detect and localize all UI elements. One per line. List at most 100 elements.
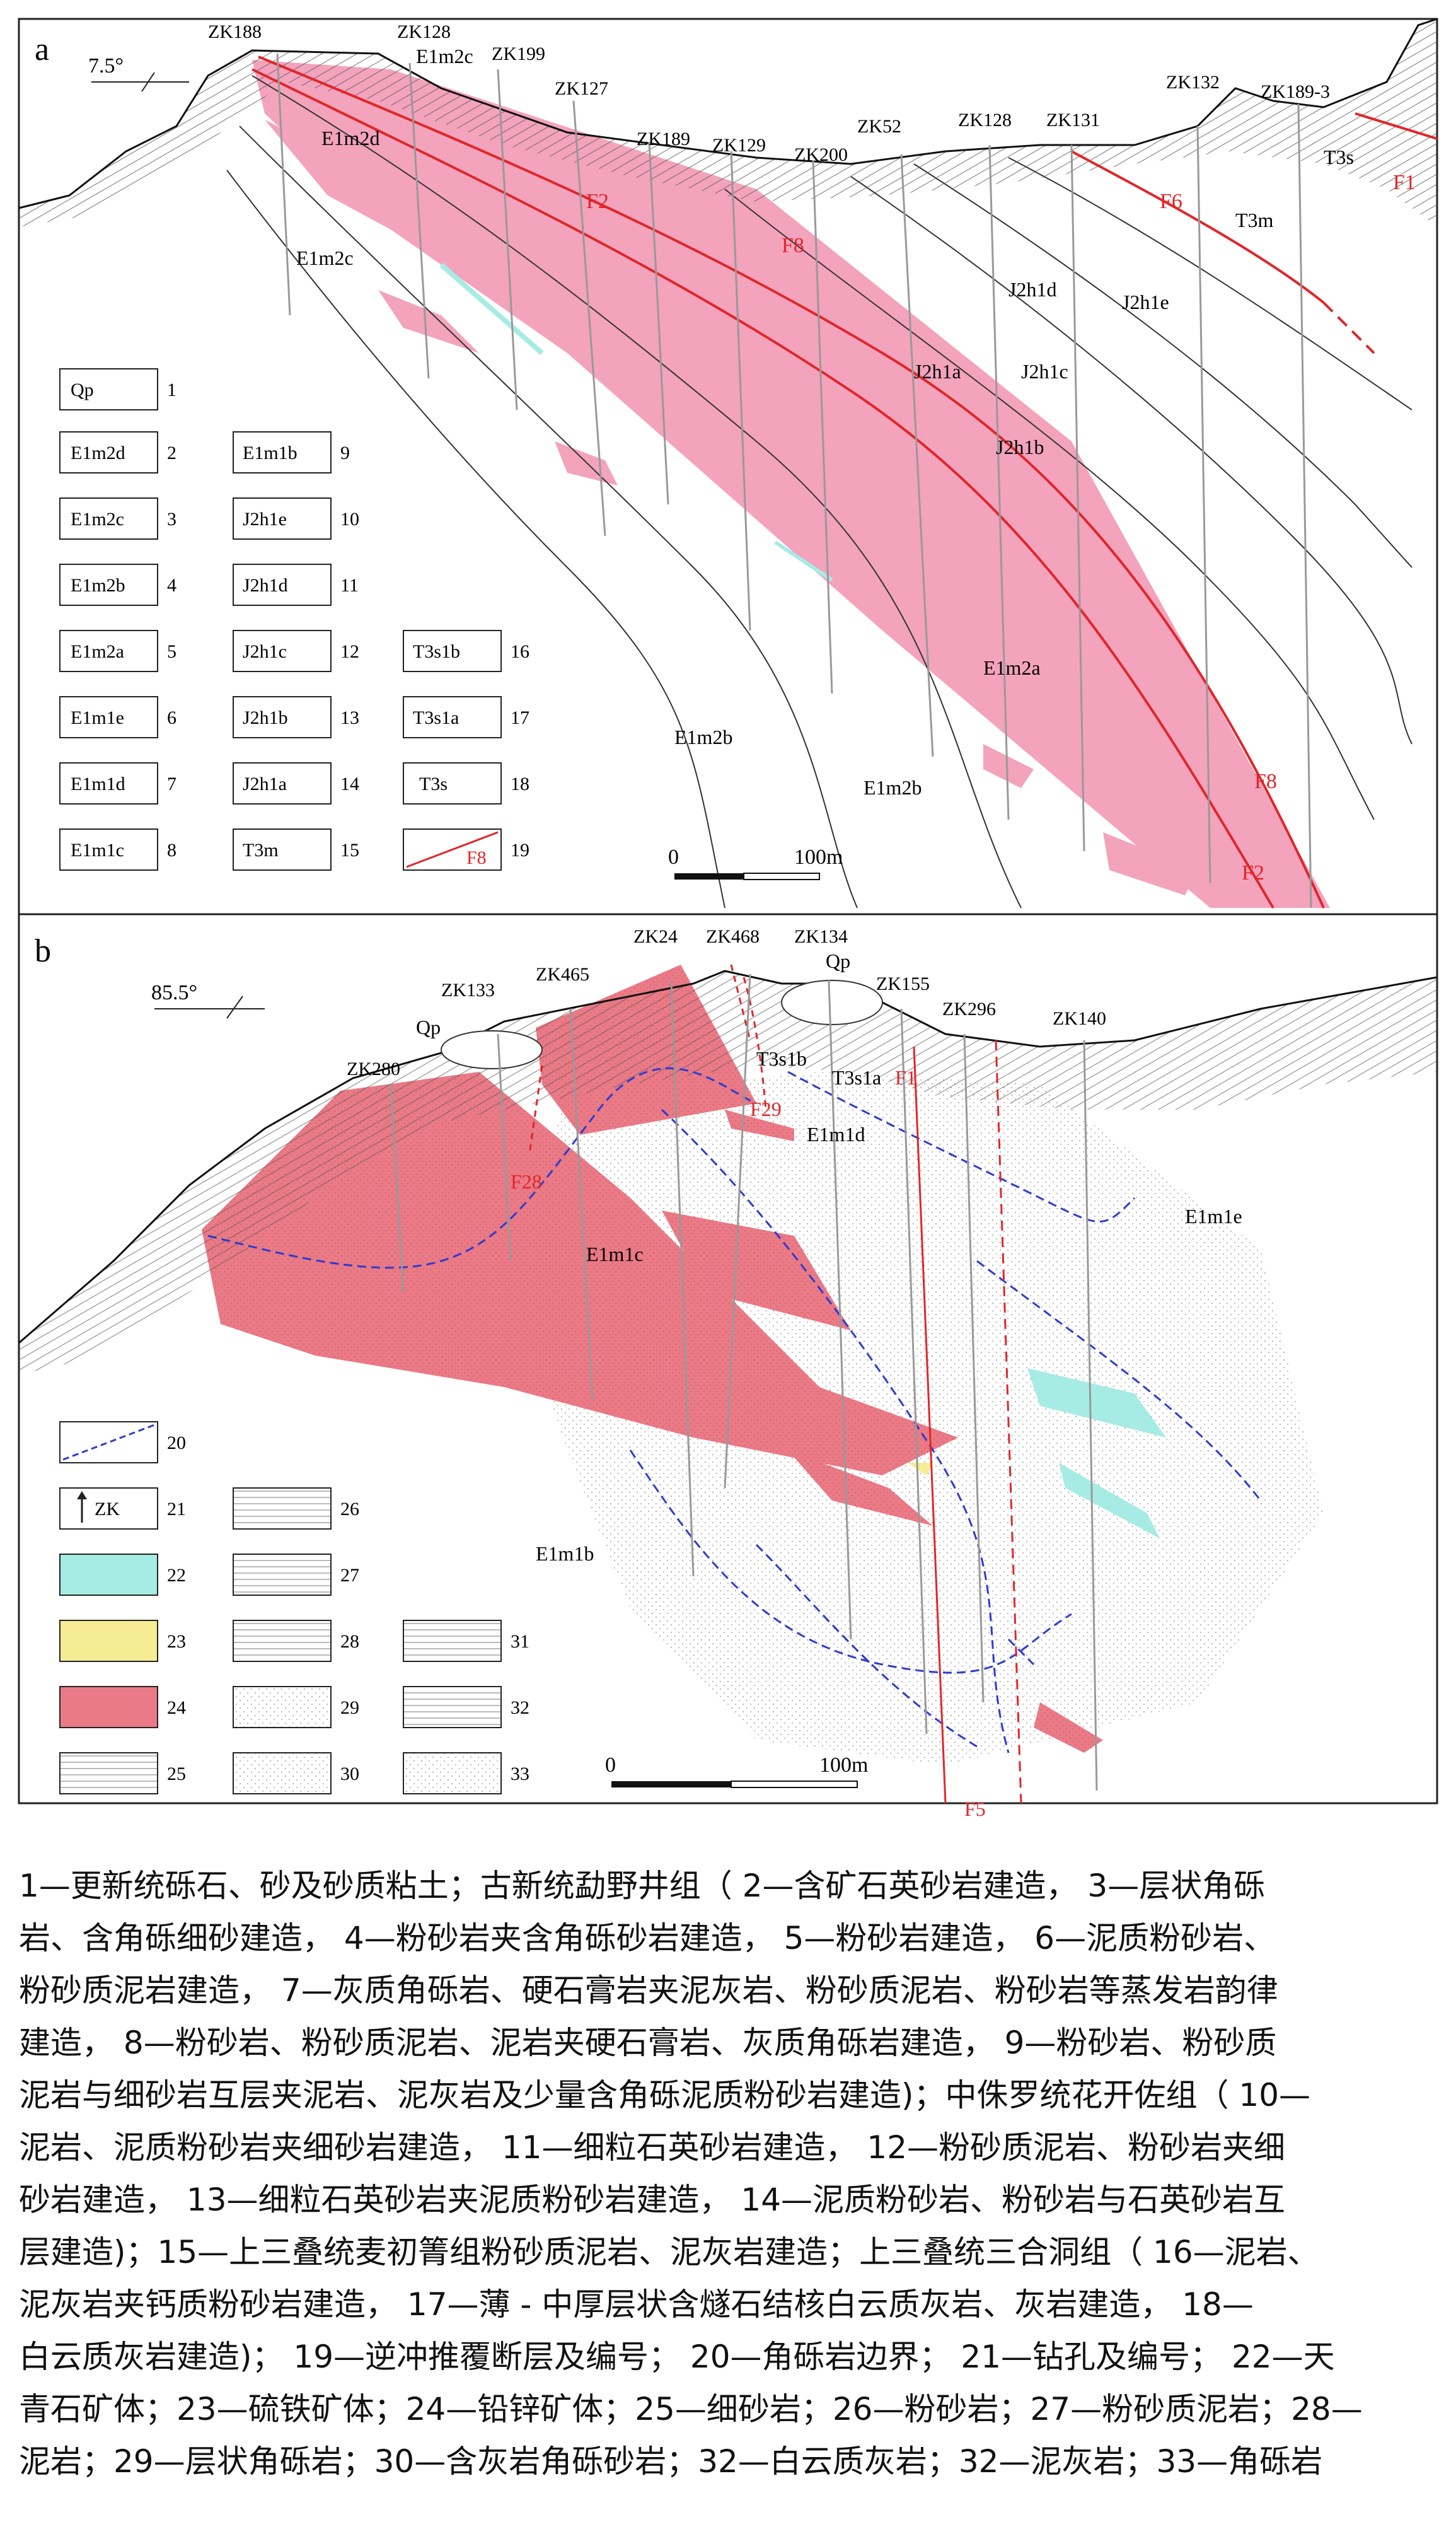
legend-b-item-pbzn: 24 [59, 1686, 186, 1728]
dip-angle-b: 85.5° [151, 981, 197, 1004]
drill-label: ZK155 [876, 973, 930, 994]
legend-num: 28 [340, 1631, 359, 1652]
unit-label: E1m2c [416, 45, 473, 67]
legend-num: 20 [167, 1432, 186, 1453]
panel-a-orebodies [252, 60, 1330, 908]
legend-num: 31 [511, 1631, 529, 1652]
legend-a-item: E1m2b 4 [59, 564, 176, 606]
panel-b-topography [18, 970, 1438, 1344]
unit-label: T3s1b [756, 1047, 807, 1070]
legend-code: E1m1c [71, 840, 124, 861]
legend-num: 2 [167, 443, 176, 463]
drill-label: ZK188 [208, 21, 262, 42]
unit-label: E1m1d [807, 1123, 865, 1146]
caption-line: 岩、含角砾细砂建造， 4—粉砂岩夹含角砾砂岩建造， 5—粉砂岩建造， 6—泥质粉… [19, 1920, 1276, 1956]
drill-label: ZK134 [794, 926, 848, 947]
panel-b-gravel-left [441, 1030, 543, 1069]
fault-label: F1 [895, 1066, 916, 1089]
unit-label: E1m1b [536, 1542, 594, 1565]
legend-code: T3s1b [413, 641, 460, 662]
drill-label: ZK199 [492, 44, 545, 64]
legend-code: F8 [466, 847, 487, 868]
unit-label: J2h1b [996, 436, 1044, 458]
caption-line: 粉砂质泥岩建造， 7—灰质角砾岩、硬石膏岩夹泥灰岩、粉砂质泥岩、粉砂岩等蒸发岩韵… [19, 1972, 1278, 2009]
panel-b-breccia-boundaries [207, 1067, 1262, 1753]
caption-line: 层建造)；15—上三叠统麦初箐组粉砂质泥岩、泥灰岩建造；上三叠统三合洞组（ 16… [19, 2234, 1319, 2270]
caption-line: 泥岩与细砂岩互层夹泥岩、泥灰岩及少量含角砾泥质粉砂岩建造)；中侏罗统花开佐组（ … [19, 2077, 1311, 2113]
legend-num: 25 [167, 1764, 186, 1784]
geological-cross-section-figure: a [18, 18, 1438, 1820]
legend-b-item-silty-mudstone: 27 [233, 1554, 359, 1596]
scale-zero: 0 [668, 846, 679, 869]
panel-b-surface-strata [19, 971, 1437, 1374]
legend-b-item-breccia-boundary: 20 [59, 1421, 186, 1463]
legend-num: 26 [340, 1499, 359, 1520]
legend-b-item-layered-breccia: 29 [233, 1686, 359, 1728]
drill-label: ZK132 [1166, 72, 1220, 93]
legend-a-item: F8 19 [403, 828, 529, 871]
panel-b-celestite-2 [1059, 1463, 1160, 1538]
unit-label: T3s1a [832, 1066, 881, 1089]
legend-code: T3m [243, 840, 279, 861]
panel-b-faults [528, 964, 1022, 1804]
panel-b-pyrite [908, 1463, 933, 1475]
legend-num: 33 [511, 1764, 529, 1784]
fault-label: F8 [1254, 770, 1277, 793]
legend-code: ZK [95, 1499, 120, 1520]
legend-code: E1m2b [71, 575, 125, 596]
legend-num: 19 [511, 840, 529, 861]
unit-label: E1m1e [1185, 1205, 1242, 1228]
drill-label: ZK24 [633, 926, 678, 947]
panel-a-drill-holes [276, 53, 1312, 909]
legend-code: T3s [419, 774, 448, 794]
fault-label: F8 [782, 234, 804, 257]
legend-num: 4 [167, 575, 176, 596]
legend-a-item: J2h1e 10 [233, 497, 359, 540]
drill-label: ZK129 [712, 135, 766, 156]
legend-code: J2h1e [243, 509, 287, 530]
legend-num: 14 [340, 774, 359, 794]
legend-num: 29 [340, 1697, 359, 1718]
legend-code: E1m1d [71, 774, 125, 794]
fault-label: F6 [1160, 190, 1182, 213]
legend-num: 13 [340, 707, 359, 728]
legend-num: 32 [511, 1697, 529, 1718]
panel-b-drill-holes [390, 973, 1098, 1791]
fault-label: F2 [1242, 861, 1264, 885]
fault-label: F29 [750, 1098, 782, 1120]
legend-code: Qp [71, 380, 94, 400]
scale-zero: 0 [605, 1753, 616, 1777]
legend-num: 27 [340, 1565, 359, 1586]
legend-b-item-marl: 32 [403, 1686, 529, 1728]
legend-num: 17 [511, 707, 529, 728]
legend-num: 10 [340, 509, 359, 530]
drill-label: ZK127 [555, 78, 608, 99]
panel-b-unit-labels: Qp Qp T3s1b T3s1a E1m1d E1m1c E1m1e E1m1… [416, 950, 1242, 1565]
drill-label: ZK280 [347, 1059, 400, 1079]
drill-label: ZK200 [794, 144, 848, 165]
panel-a-faults [251, 55, 1438, 909]
legend-num: 15 [340, 840, 359, 861]
dip-tick-b [226, 996, 243, 1019]
unit-label: T3m [1235, 209, 1274, 231]
panel-b-letter: b [35, 933, 51, 969]
unit-label: E1m2d [321, 127, 379, 149]
drill-label: ZK133 [441, 980, 495, 1001]
legend-num: 23 [167, 1631, 186, 1652]
drill-label: ZK52 [857, 116, 901, 137]
unit-label: J2h1e [1122, 291, 1169, 313]
legend-code: T3s1a [413, 707, 459, 728]
legend-b-item-limestone-breccia-sandstone: 30 [233, 1752, 359, 1794]
unit-label: Qp [416, 1016, 441, 1038]
